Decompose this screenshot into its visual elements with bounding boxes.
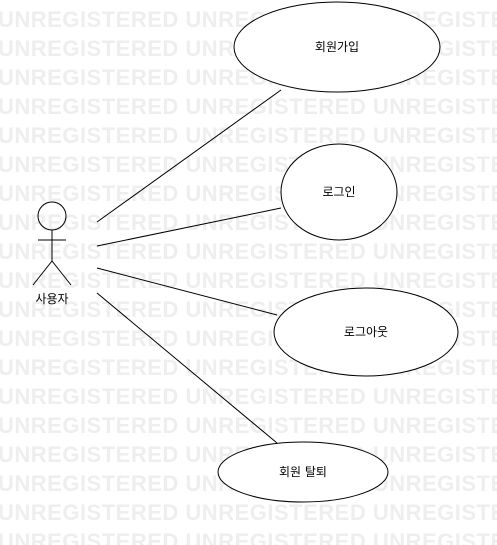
actor-head: [37, 201, 67, 231]
association-line-login: [96, 207, 282, 247]
usecase-withdraw-shape: [217, 441, 389, 503]
actor-right-leg: [51, 260, 72, 286]
usecase-logout[interactable]: 로그아웃: [273, 287, 459, 377]
usecase-register-label: 회원가입: [315, 40, 359, 54]
usecase-register[interactable]: 회원가입: [233, 1, 441, 93]
actor-label: 사용자: [35, 292, 68, 306]
association-line-register: [96, 89, 282, 223]
usecase-register-shape: [233, 1, 441, 93]
association-line-withdraw: [96, 292, 278, 444]
usecase-login-shape: [280, 143, 398, 241]
usecase-logout-shape: [273, 287, 459, 377]
usecase-logout-label: 로그아웃: [344, 325, 388, 339]
association-line-logout: [96, 267, 278, 316]
usecase-login[interactable]: 로그인: [280, 143, 398, 241]
usecase-login-label: 로그인: [322, 185, 355, 199]
usecase-withdraw-label: 회원 탈퇴: [279, 465, 327, 479]
actor-left-leg: [32, 260, 53, 286]
usecase-withdraw[interactable]: 회원 탈퇴: [217, 441, 389, 503]
actor-user[interactable]: 사용자: [32, 201, 72, 306]
